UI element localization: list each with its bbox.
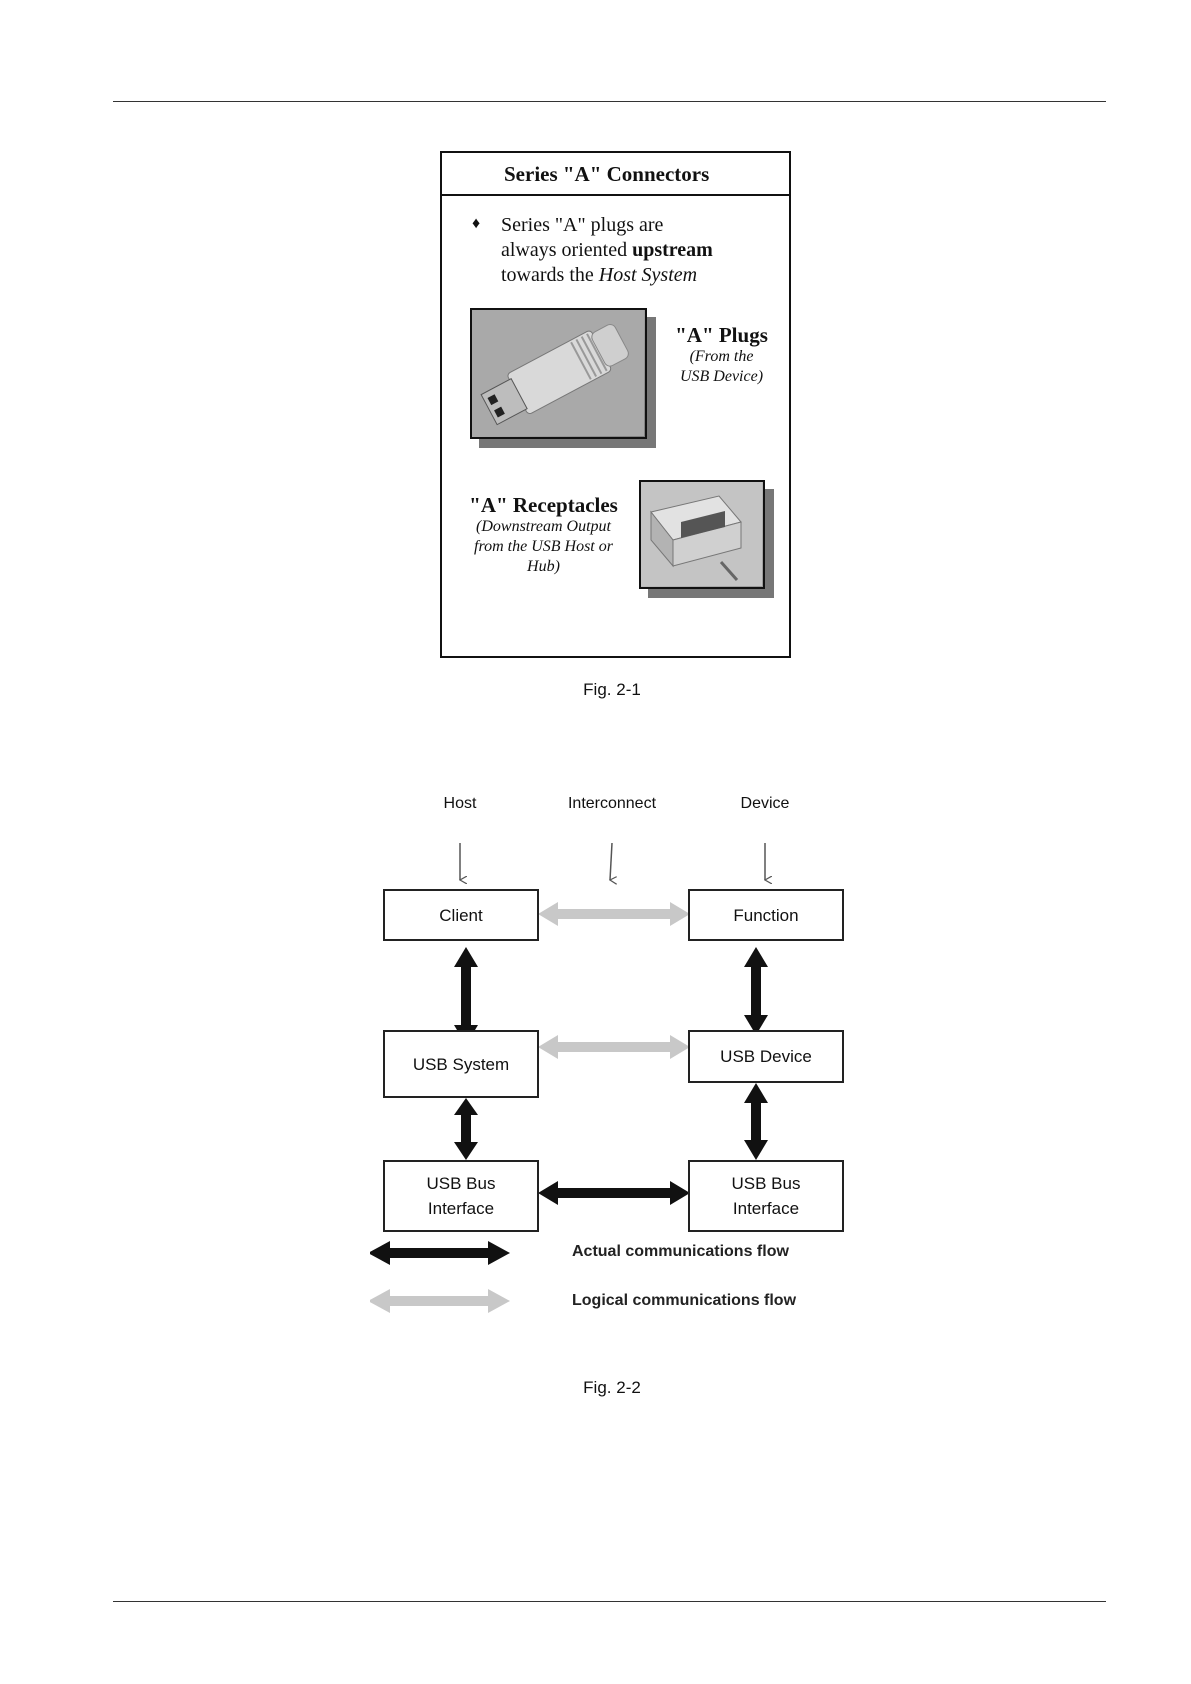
function-block: Function <box>688 889 844 941</box>
a-receptacles-sub-3: Hub) <box>527 558 560 575</box>
bullet-line-2: always oriented upstream <box>501 238 791 263</box>
bullet-text: Series "A" plugs are always oriented ups… <box>501 213 791 288</box>
diamond-bullet-icon: ♦ <box>472 215 481 232</box>
legend-logical-label: Logical communications flow <box>572 1292 797 1309</box>
figure-2-caption: Fig. 2-2 <box>583 1378 641 1397</box>
a-plugs-sub-2: USB Device) <box>679 368 764 385</box>
client-system-actual-arrow <box>454 947 478 1045</box>
usb-plug-illustration <box>472 310 644 436</box>
host-column-label: Host <box>443 795 477 812</box>
legend-logical-arrow <box>370 1289 510 1313</box>
device-bus-line-2: Interface <box>732 1199 800 1218</box>
system-device-logical-arrow <box>538 1035 690 1059</box>
bus-interface-actual-arrow <box>538 1181 690 1205</box>
series-a-connectors-figure: Series "A" Connectors ♦ Series "A" plugs… <box>440 151 791 658</box>
a-receptacles-sub-1: (Downstream Output <box>476 518 611 535</box>
a-receptacles-label: "A" Receptacles (Downstream Output from … <box>456 493 631 577</box>
footer-rule <box>113 1601 1106 1602</box>
interconnect-column-label: Interconnect <box>567 795 657 812</box>
client-function-logical-arrow <box>538 902 690 926</box>
device-bus-actual-arrow <box>744 1083 768 1160</box>
a-plugs-label: "A" Plugs (From the USB Device) <box>664 323 779 387</box>
a-receptacle-photo <box>639 480 765 589</box>
bullet-line-3-italic: Host System <box>598 264 698 286</box>
bullet-line-3: towards the Host System <box>501 263 791 288</box>
usb-communication-flow-diagram: Host Interconnect Device Client Function… <box>370 795 860 1355</box>
client-block: Client <box>383 889 539 941</box>
host-bus-line-2: Interface <box>427 1199 495 1218</box>
diagram-arrows <box>370 842 860 1313</box>
figure-1-caption: Fig. 2-1 <box>583 680 641 699</box>
device-bus-line-1: USB Bus <box>731 1174 801 1193</box>
header-rule <box>113 101 1106 102</box>
a-plugs-sub-1: (From the <box>689 348 754 365</box>
a-plug-photo <box>470 308 647 439</box>
host-bus-line-1: USB Bus <box>426 1174 496 1193</box>
bullet-line-3-text: towards the <box>501 264 599 286</box>
bullet-line-2-text: always oriented <box>501 239 633 261</box>
bullet-line-1: Series "A" plugs are <box>501 214 664 236</box>
device-column-label: Device <box>740 795 790 812</box>
usb-device-block: USB Device <box>688 1030 844 1083</box>
usb-receptacle-illustration <box>641 482 762 586</box>
usb-system-block: USB System <box>383 1030 539 1098</box>
bullet-line-2-bold: upstream <box>632 239 713 261</box>
a-receptacles-title: "A" Receptacles <box>469 493 618 517</box>
a-receptacles-sub-2: from the USB Host or <box>474 538 613 555</box>
a-plugs-title: "A" Plugs <box>675 323 768 347</box>
legend-actual-label: Actual communications flow <box>572 1243 789 1260</box>
function-device-actual-arrow <box>744 947 768 1035</box>
interconnect-pointer-arrow <box>610 842 612 880</box>
system-bus-actual-arrow <box>454 1098 478 1160</box>
figure-header: Series "A" Connectors <box>442 153 789 196</box>
legend-actual-arrow <box>370 1241 510 1265</box>
